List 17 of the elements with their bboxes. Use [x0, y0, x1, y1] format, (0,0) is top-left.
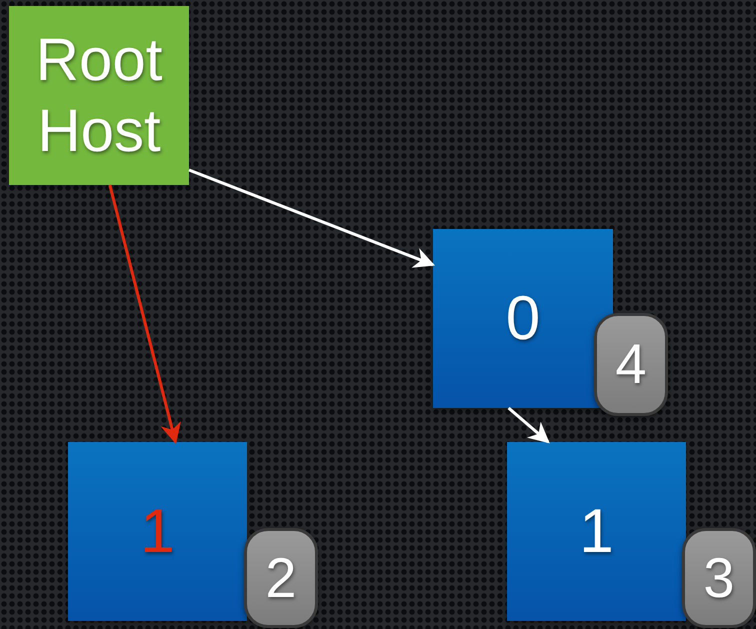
node-label: 4	[615, 331, 647, 398]
node-label: 2	[265, 544, 297, 611]
arrow	[188, 168, 435, 268]
node-label: 0	[506, 282, 540, 355]
node-label: 3	[703, 544, 735, 611]
count-badge	[244, 528, 318, 628]
arrow	[508, 406, 550, 444]
node-box	[433, 229, 613, 408]
host-box	[9, 6, 189, 185]
node-box	[507, 442, 686, 621]
node-label: Root Host	[34, 24, 164, 166]
count-badge	[594, 313, 668, 416]
node-label: 1	[140, 496, 175, 568]
count-badge	[682, 528, 756, 628]
node-label: 1	[579, 496, 614, 568]
node-box	[68, 442, 247, 621]
arrow	[108, 184, 181, 444]
